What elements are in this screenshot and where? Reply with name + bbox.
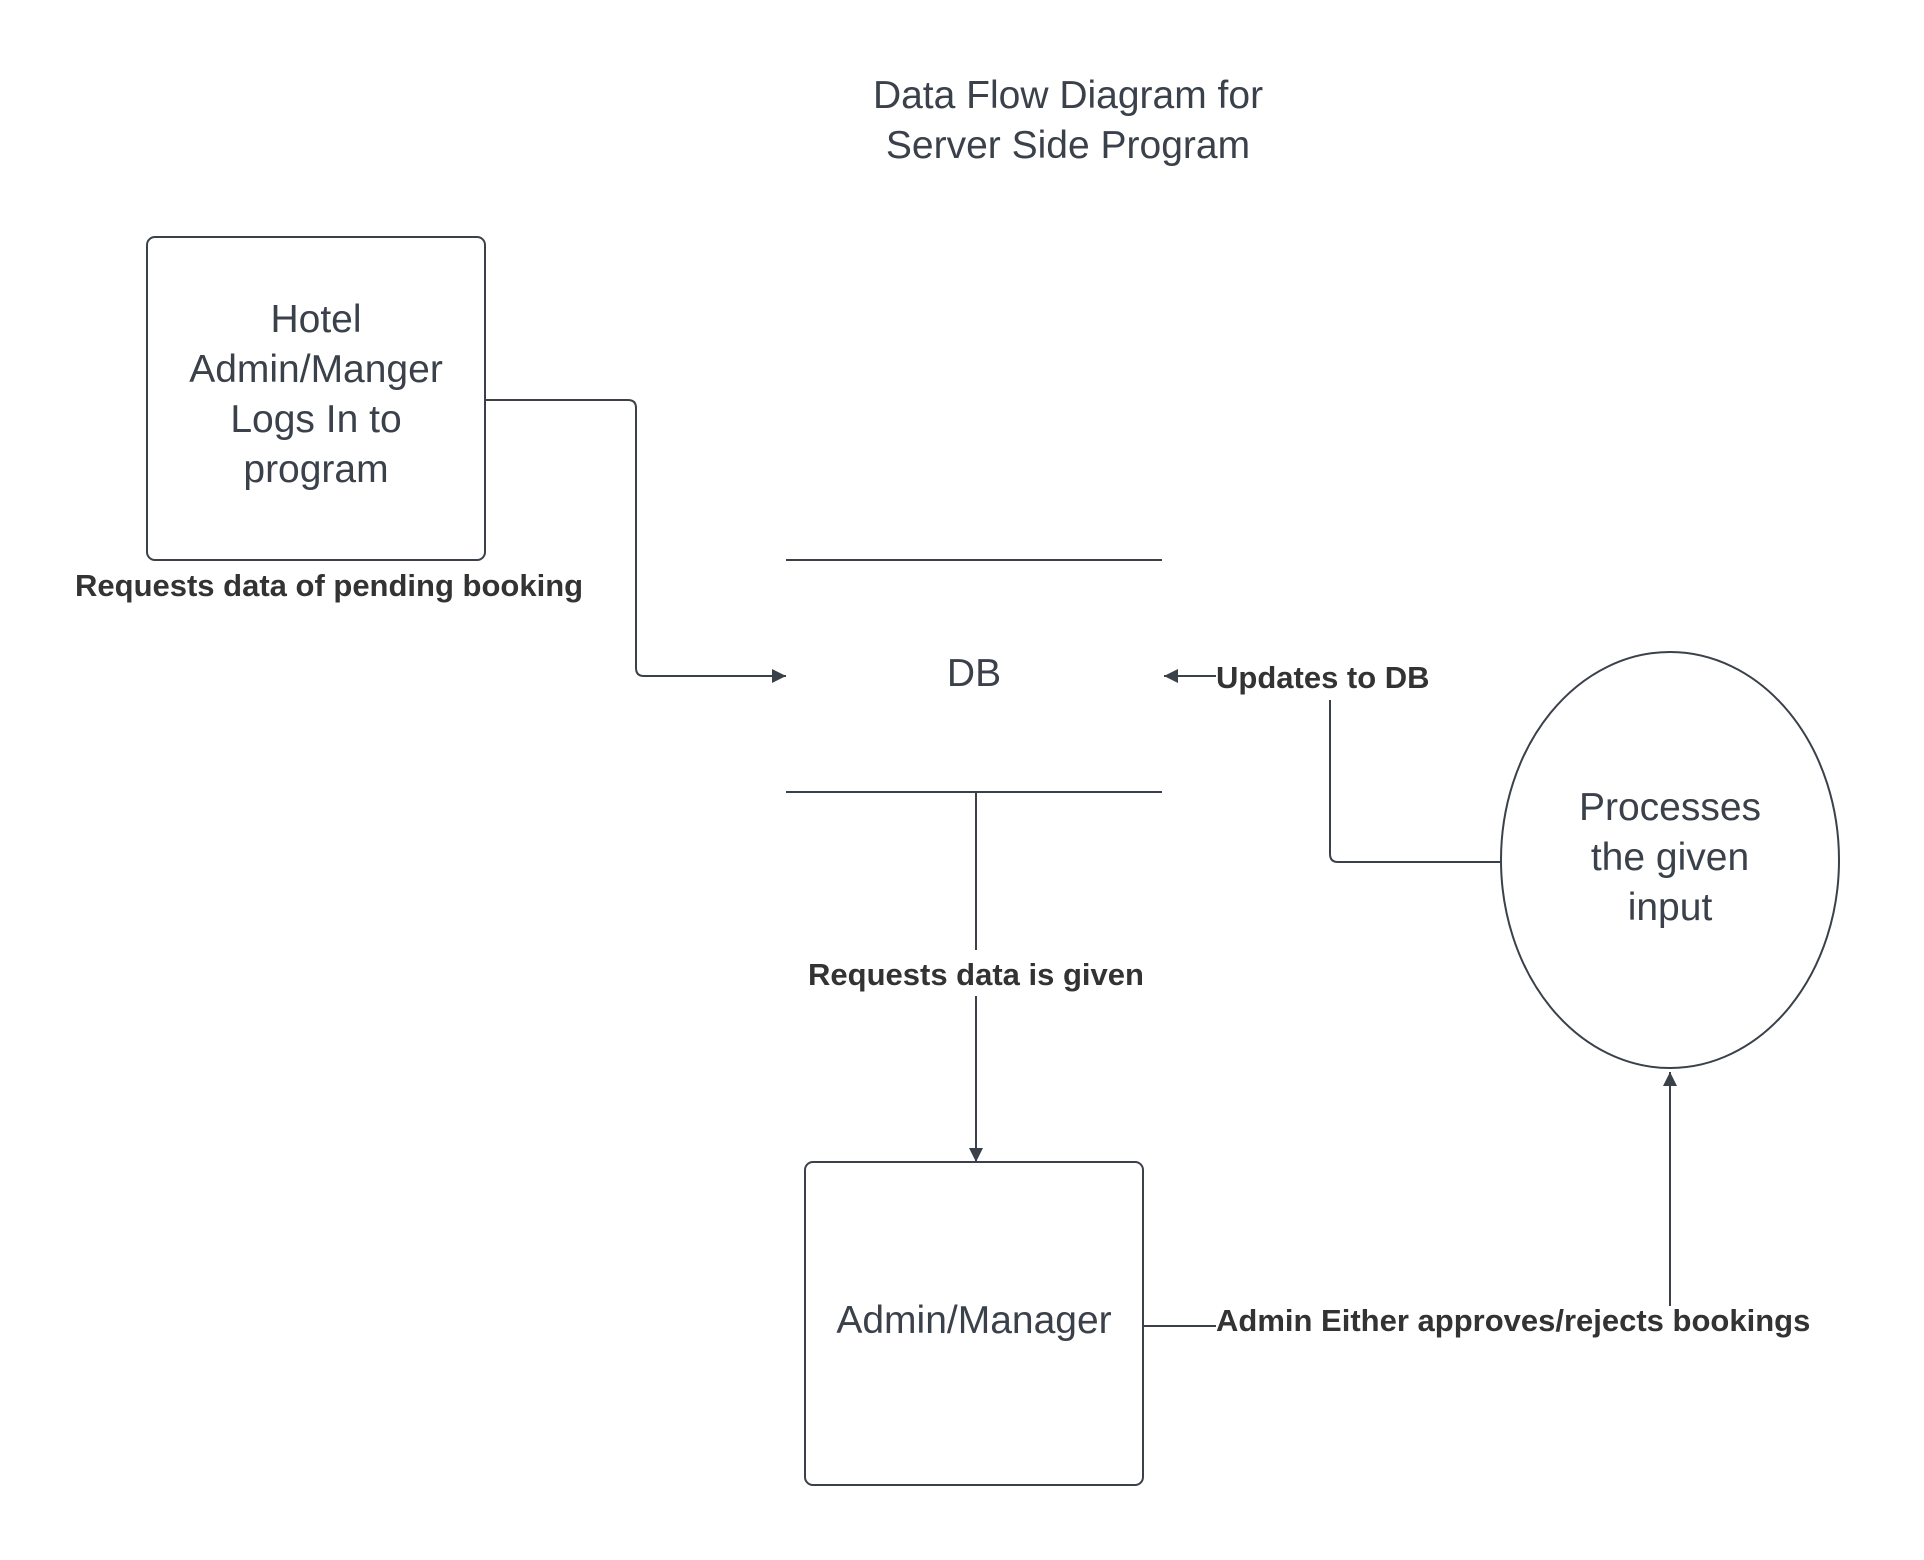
title-line-2: Server Side Program [886, 124, 1250, 167]
hotel-admin-line-1: Hotel [270, 298, 361, 341]
flow-updates-db-line [1329, 700, 1500, 863]
admin-manager-label: Admin/Manager [836, 1299, 1111, 1342]
hotel-admin-line-4: program [243, 448, 388, 491]
process-line-3: input [1628, 886, 1713, 929]
diagram-title: Data Flow Diagram for Server Side Progra… [873, 74, 1263, 167]
node-db: DB [786, 559, 1162, 793]
hotel-admin-box [146, 236, 486, 561]
title-line-1: Data Flow Diagram for [873, 74, 1263, 117]
flow-approves-rejects [1144, 1072, 1677, 1327]
flow-approves-rejects-label: Admin Either approves/rejects bookings [1216, 1303, 1810, 1338]
node-admin-manager: Admin/Manager [804, 1161, 1144, 1486]
process-line-2: the given [1591, 836, 1749, 879]
flow-updates-db [1164, 669, 1500, 863]
hotel-admin-line-3: Logs In to [230, 398, 401, 441]
process-ellipse [1500, 651, 1840, 1069]
flow-requests-pending-arrow [486, 399, 786, 683]
flow-requests-pending [486, 399, 786, 683]
flow-updates-db-label: Updates to DB [1216, 660, 1430, 695]
process-line-1: Processes [1579, 786, 1761, 829]
admin-manager-box [804, 1161, 1144, 1486]
flow-requests-pending-label: Requests data of pending booking [75, 568, 583, 603]
flow-data-given-label: Requests data is given [808, 957, 1144, 992]
flow-data-given-label-bg [790, 950, 1162, 996]
hotel-admin-line-2: Admin/Manger [189, 348, 443, 391]
node-hotel-admin: Hotel Admin/Manger Logs In to program [146, 236, 486, 561]
node-process: Processes the given input [1500, 651, 1840, 1069]
db-label: DB [947, 652, 1001, 695]
